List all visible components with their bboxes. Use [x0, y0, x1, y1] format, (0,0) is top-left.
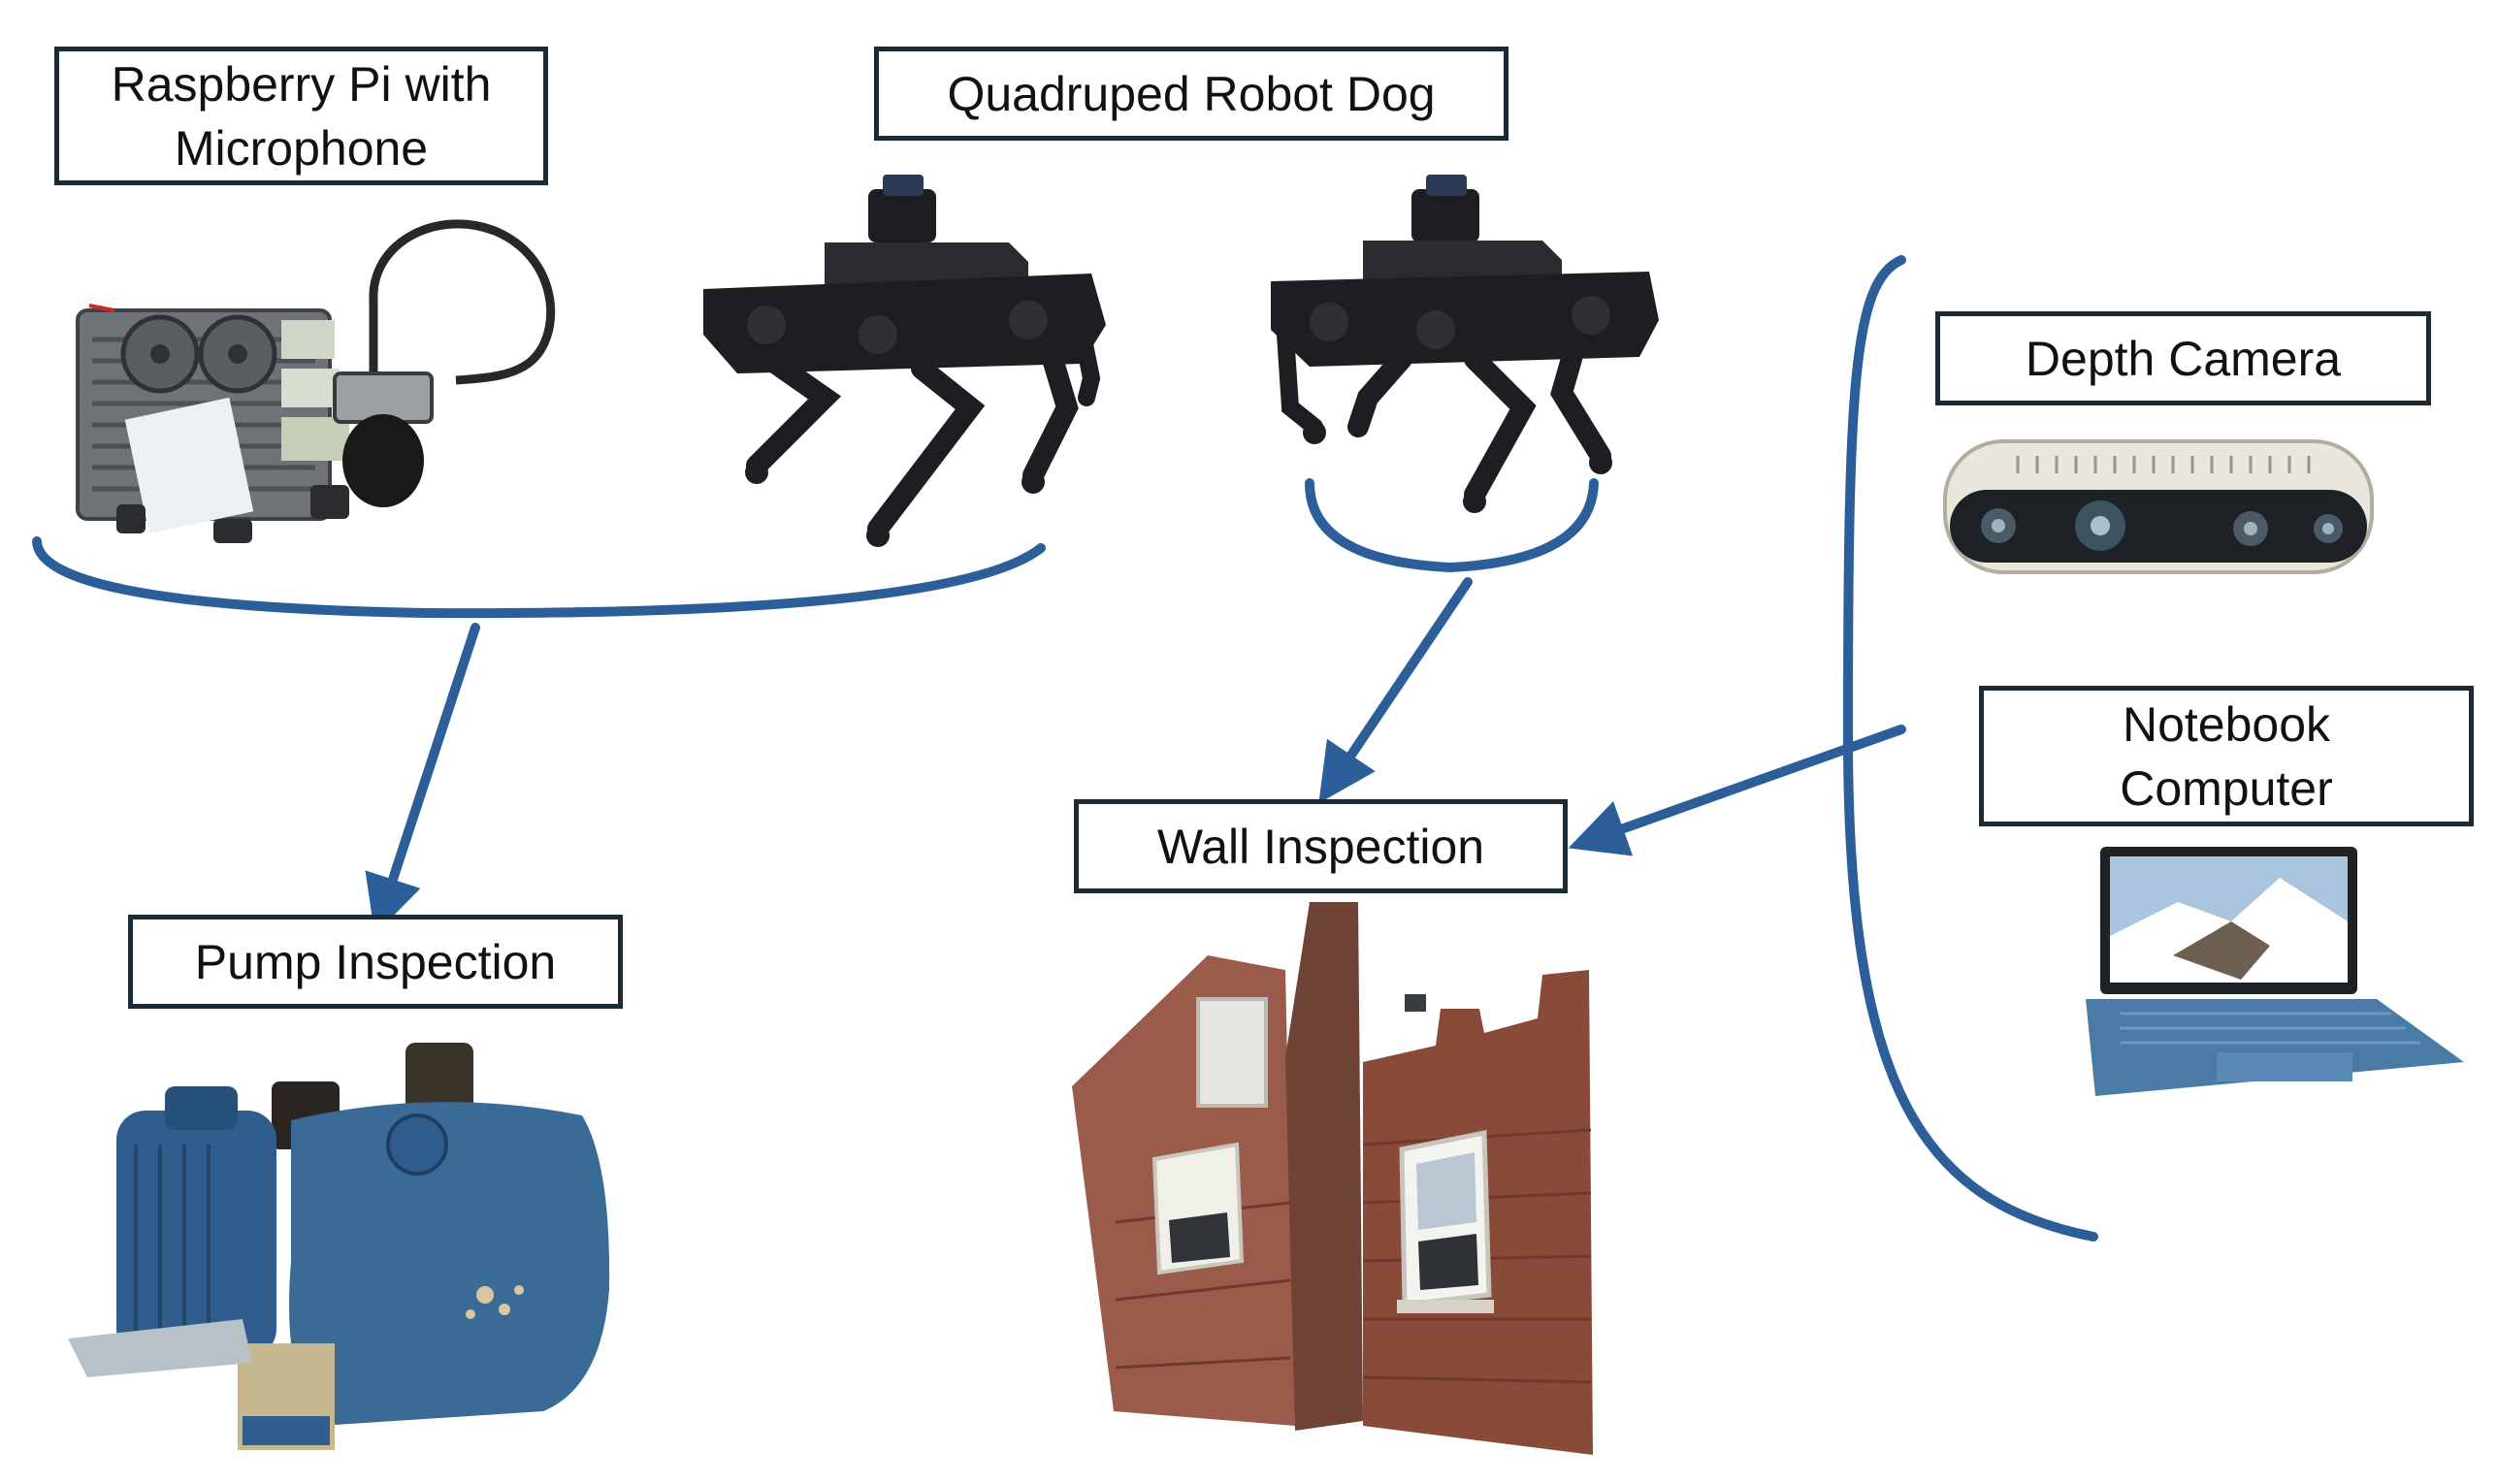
- label-notebook-line1: Notebook: [2122, 696, 2331, 752]
- notebook-computer-photo: [2086, 847, 2464, 1096]
- label-wall-inspection-text: Wall Inspection: [1156, 819, 1485, 874]
- label-pump-inspection-text: Pump Inspection: [194, 934, 557, 989]
- depth-camera-photo: [1943, 439, 2374, 574]
- label-raspberry-pi-microphone: Raspberry Pi with Microphone: [54, 47, 548, 185]
- robot-dog-photo-1: [703, 175, 1106, 547]
- label-wall-inspection: Wall Inspection: [1074, 799, 1568, 893]
- label-raspberry-pi-line2: Microphone: [174, 120, 429, 176]
- label-pump-inspection: Pump Inspection: [128, 915, 623, 1009]
- brace-camera-notebook: [1842, 255, 2098, 1242]
- arrow-to-pump-inspection: [365, 623, 480, 935]
- label-quadruped-robot-dog: Quadruped Robot Dog: [874, 47, 1508, 141]
- label-raspberry-pi-line1: Raspberry Pi with: [111, 56, 492, 112]
- brace-rpi-dog: [32, 536, 1046, 619]
- label-quadruped-robot-dog-text: Quadruped Robot Dog: [947, 66, 1436, 121]
- connectors: [32, 255, 2098, 1242]
- label-notebook-line2: Computer: [2120, 760, 2333, 816]
- label-depth-camera-text: Depth Camera: [2025, 331, 2342, 386]
- pump-photo: [68, 1043, 610, 1450]
- brace-dog: [1305, 478, 1599, 573]
- brick-wall-building-photo: [1072, 902, 1593, 1455]
- robot-dog-photo-2: [1271, 175, 1659, 513]
- label-depth-camera: Depth Camera: [1935, 311, 2431, 405]
- arrow-to-wall-inspection-from-dog: [1318, 577, 1473, 804]
- arrow-to-wall-inspection-from-camera: [1568, 725, 1906, 856]
- raspberry-pi-microphone-photo: [76, 219, 556, 543]
- label-notebook-computer: Notebook Computer: [1979, 686, 2474, 826]
